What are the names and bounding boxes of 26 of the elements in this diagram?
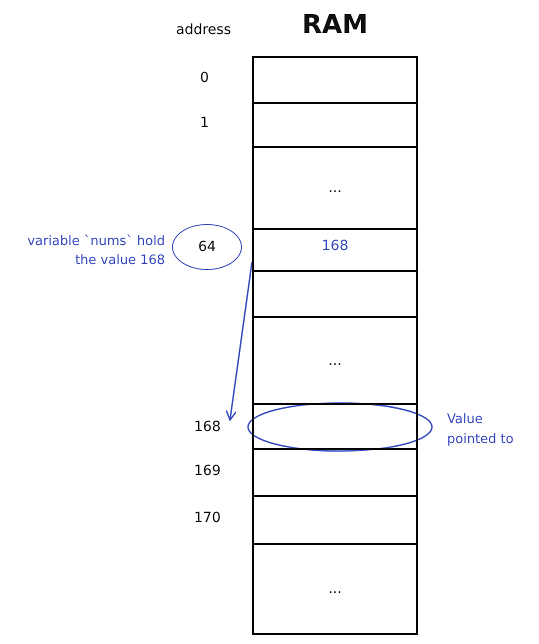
ellipsis-text: ... <box>328 581 342 597</box>
memory-cell <box>252 230 418 272</box>
memory-cell <box>252 405 418 450</box>
annotation-text: Value pointed to <box>447 411 515 449</box>
address-number: 1 <box>200 115 209 131</box>
arrow <box>226 262 253 421</box>
memory-cell <box>252 56 418 104</box>
memory-cell <box>252 318 418 405</box>
address-number: 0 <box>200 70 209 86</box>
memory-cell <box>252 545 418 635</box>
ellipsis-text: ... <box>328 180 342 196</box>
address-number: 168 <box>194 419 221 435</box>
memory-cell <box>252 450 418 497</box>
memory-cell <box>252 104 418 148</box>
address-number: 169 <box>194 463 221 479</box>
memory-cell <box>252 272 418 318</box>
address-number: 170 <box>194 510 221 526</box>
column-heading: address <box>176 22 232 38</box>
memory-cell <box>252 497 418 545</box>
address-circle <box>172 224 242 270</box>
ellipsis-text: ... <box>328 352 342 368</box>
column-heading: RAM <box>302 10 368 40</box>
cell-value: 168 <box>322 238 348 254</box>
address-number: 64 <box>198 239 216 255</box>
memory-cell <box>252 148 418 230</box>
annotation-text: variable `nums` hold the value 168 <box>26 233 165 270</box>
